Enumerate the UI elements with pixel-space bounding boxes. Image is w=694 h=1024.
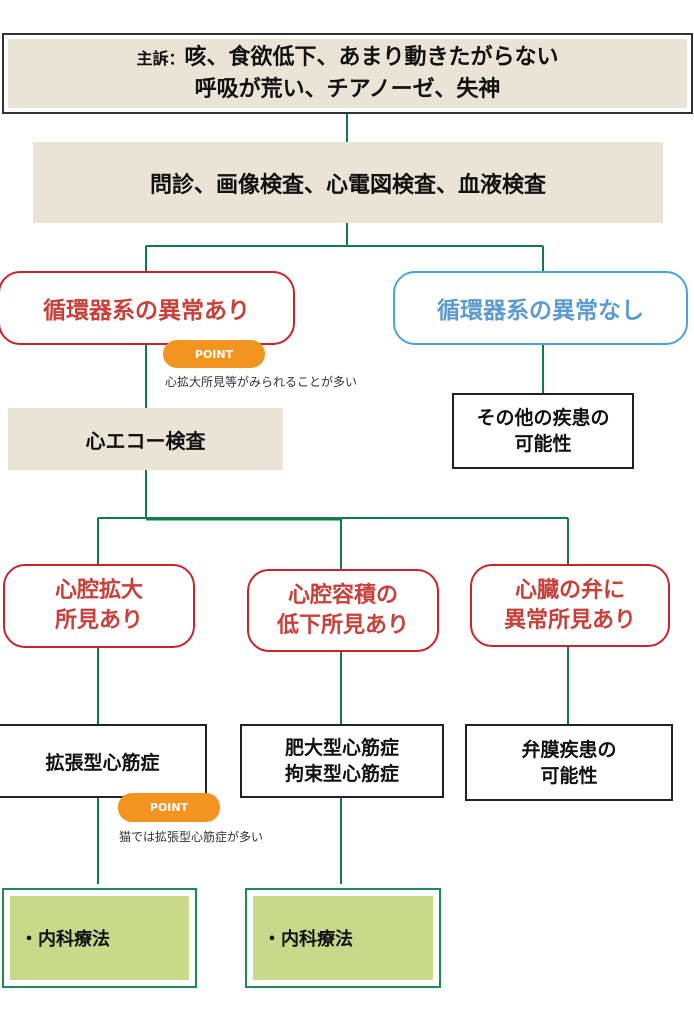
- diagnosis-1-line1: 拡張型心筋症: [45, 751, 160, 774]
- point-badge-1-label: POINT: [194, 347, 234, 361]
- treatment-box-1: ・内科療法: [2, 888, 197, 988]
- exams-box: 問診、画像検査、心電図検査、血液検査: [33, 142, 663, 223]
- abnormal-circulatory-text: 循環器系の異常あり: [43, 298, 250, 324]
- abnormal-circulatory-box: 循環器系の異常あり: [0, 271, 295, 345]
- point-badge-1: POINT: [163, 340, 265, 368]
- treatment-box-2: ・内科療法: [245, 888, 441, 988]
- point-badge-2-label: POINT: [149, 801, 189, 814]
- chief-complaint-box: 主訴：咳、食欲低下、あまり動きたがらない 呼吸が荒い、チアノーゼ、失神: [2, 33, 693, 114]
- echo-box: 心エコー検査: [8, 408, 283, 470]
- other-disease-line1: その他の疾患の: [476, 407, 610, 429]
- chief-complaint-line2: 呼吸が荒い、チアノーゼ、失神: [194, 77, 501, 102]
- finding-3-line2: 異常所見あり: [503, 607, 636, 633]
- finding-1-line2: 所見あり: [54, 608, 143, 633]
- diagnosis-3-line2: 可能性: [540, 764, 598, 787]
- diagnosis-box-valvular: 弁膜疾患の 可能性: [465, 724, 673, 801]
- diagnosis-box-hcm-rcm: 肥大型心筋症 拘束型心筋症: [240, 724, 444, 798]
- chief-complaint-line1: 主訴：咳、食欲低下、あまり動きたがらない: [136, 45, 559, 70]
- point-badge-2: POINT: [118, 793, 220, 822]
- diagnosis-box-dcm: 拡張型心筋症: [0, 724, 207, 798]
- finding-1-line1: 心腔拡大: [54, 578, 143, 603]
- finding-box-reduced-volume: 心腔容積の 低下所見あり: [247, 569, 439, 652]
- finding-2-line1: 心腔容積の: [287, 582, 398, 608]
- finding-2-line2: 低下所見あり: [276, 612, 409, 638]
- diagnosis-2-line1: 肥大型心筋症: [284, 737, 399, 759]
- finding-3-line1: 心臓の弁に: [514, 577, 625, 603]
- finding-box-valve: 心臓の弁に 異常所見あり: [470, 564, 670, 647]
- other-disease-box: その他の疾患の 可能性: [452, 393, 634, 469]
- point-note-2: 猫では拡張型心筋症が多い: [119, 830, 264, 844]
- point-note-1: 心拡大所見等がみられることが多い: [165, 375, 358, 389]
- normal-circulatory-text: 循環器系の異常なし: [437, 298, 644, 324]
- finding-box-dilated: 心腔拡大 所見あり: [3, 564, 195, 648]
- chief-complaint-label: 主訴：: [136, 49, 185, 68]
- other-disease-line2: 可能性: [514, 433, 572, 455]
- echo-text: 心エコー検査: [85, 428, 206, 453]
- diagnosis-3-line1: 弁膜疾患の: [521, 738, 617, 761]
- diagnosis-2-line2: 拘束型心筋症: [284, 763, 399, 785]
- treatment-1-text: ・内科療法: [10, 896, 189, 980]
- normal-circulatory-box: 循環器系の異常なし: [393, 271, 688, 345]
- exams-text: 問診、画像検査、心電図検査、血液検査: [149, 172, 546, 198]
- treatment-2-text: ・内科療法: [253, 896, 433, 980]
